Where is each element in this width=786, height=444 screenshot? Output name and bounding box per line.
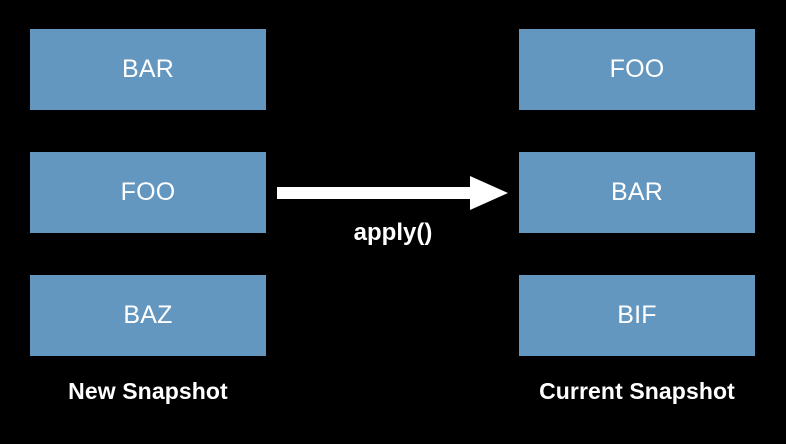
new-snapshot-column: BAR FOO BAZ — [30, 29, 266, 356]
node-label: FOO — [609, 55, 665, 83]
arrow-right-icon — [277, 176, 508, 210]
apply-arrow — [277, 176, 509, 210]
node-label: BAR — [121, 55, 174, 83]
node-box-new-3[interactable]: BAZ — [30, 275, 266, 356]
node-box-new-2[interactable]: FOO — [30, 152, 266, 233]
node-box-current-3[interactable]: BIF — [519, 275, 755, 356]
node-label: FOO — [120, 178, 176, 206]
new-snapshot-caption: New Snapshot — [68, 378, 228, 404]
current-snapshot-column: FOO BAR BIF — [519, 29, 755, 356]
apply-arrow-label: apply() — [353, 219, 433, 246]
node-label: BAR — [610, 178, 663, 206]
node-box-current-2[interactable]: BAR — [519, 152, 755, 233]
node-label: BIF — [617, 301, 657, 329]
current-snapshot-caption: Current Snapshot — [539, 378, 735, 404]
node-label: BAZ — [123, 301, 173, 329]
node-box-current-1[interactable]: FOO — [519, 29, 755, 110]
node-box-new-1[interactable]: BAR — [30, 29, 266, 110]
